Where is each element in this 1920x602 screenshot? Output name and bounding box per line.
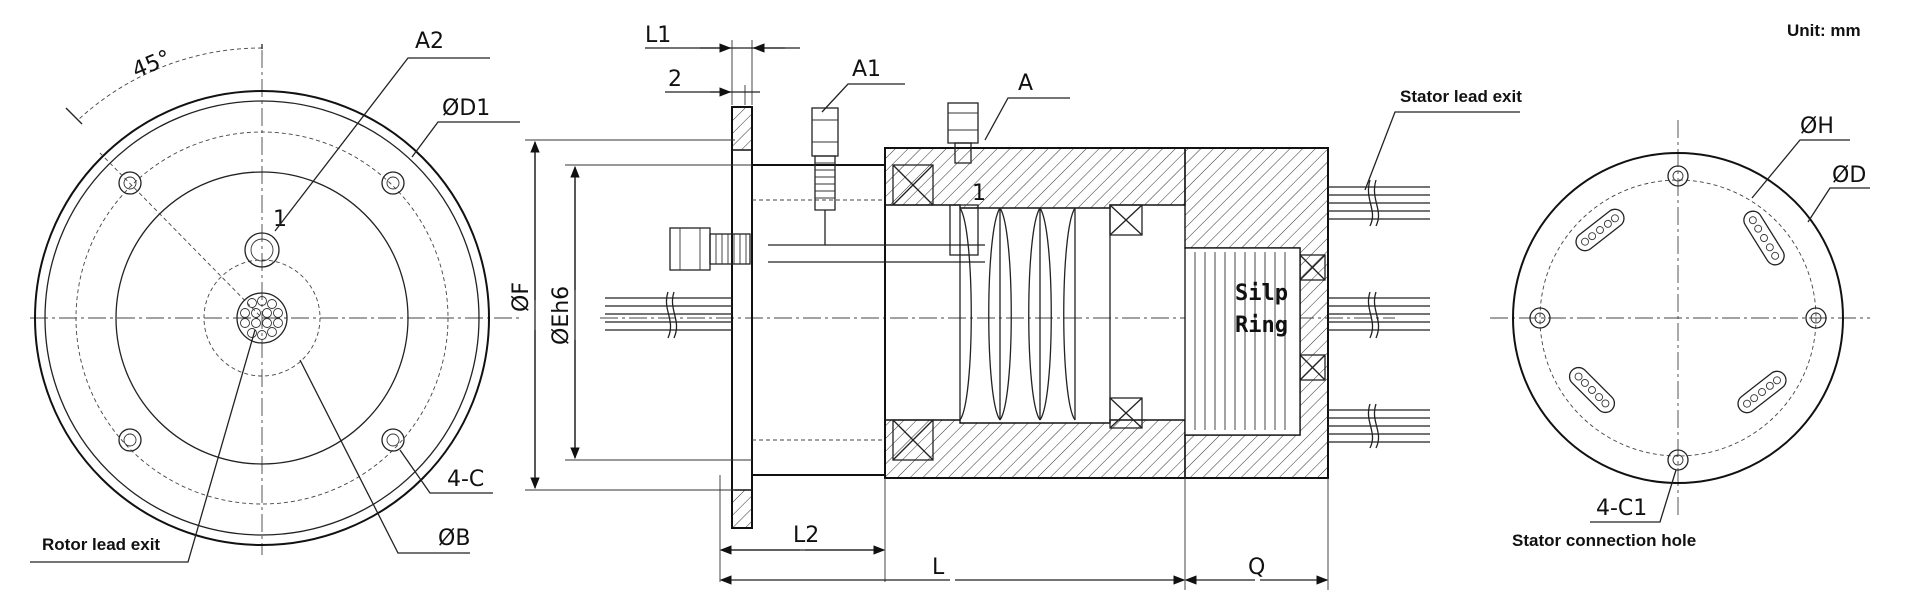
angle-arc	[77, 47, 263, 121]
hole-spec-left: 4-C	[447, 467, 484, 492]
mounting-hole	[118, 171, 142, 195]
a-label: A	[1018, 71, 1033, 96]
wire-slot	[1568, 366, 1616, 414]
mounting-hole	[381, 171, 405, 195]
bearing	[1109, 204, 1143, 236]
hole-spec-right: 4-C1	[1596, 496, 1647, 521]
slip-ring-label-line1: Silp	[1235, 281, 1288, 306]
stator-hole	[1805, 307, 1827, 329]
f-label: ØF	[509, 282, 534, 312]
fitting-a	[947, 102, 979, 164]
eh6-label: ØEh6	[549, 286, 574, 345]
wire-slot	[1575, 208, 1625, 252]
a2-label: A2	[415, 29, 444, 54]
right-end-view: ØH ØD 4-C1 Stator connection hole	[1490, 114, 1870, 550]
mounting-hole	[118, 428, 142, 452]
d-label: ØD	[1832, 163, 1866, 188]
slip-ring-label-line2: Ring	[1235, 313, 1288, 338]
bearing	[892, 419, 934, 461]
stator-outer-circle	[1512, 152, 1844, 484]
stator-housing	[884, 147, 1329, 479]
mounting-hole	[381, 428, 405, 452]
unit-note: Unit: mm	[1787, 21, 1861, 40]
air-port-1	[244, 232, 280, 268]
stator-connection-hole-label: Stator connection hole	[1512, 531, 1696, 550]
rotor-shaft	[752, 164, 886, 476]
bearing	[892, 164, 934, 206]
l2-label: L2	[793, 523, 819, 548]
d1-label: ØD1	[442, 96, 490, 121]
rotor-lead-wires	[605, 291, 732, 339]
side-section-view: Silp Ring 1	[509, 23, 1522, 590]
wire-slot	[1737, 370, 1787, 414]
side-fitting	[669, 227, 751, 271]
angle-label: 45°	[129, 46, 175, 84]
b-label: ØB	[438, 526, 470, 551]
port-number-left: 1	[273, 207, 287, 232]
stator-lead-wires-middle	[1328, 291, 1430, 339]
stator-hole	[1667, 165, 1689, 187]
l-label: L	[932, 555, 945, 580]
fitting-a1	[811, 107, 839, 245]
a1-label: A1	[852, 57, 881, 82]
l1-label: L1	[645, 23, 671, 48]
port-number-section: 1	[972, 181, 986, 206]
mounting-flange	[731, 106, 753, 529]
stator-lead-wires-bottom	[1328, 403, 1430, 449]
stator-lead-exit-label: Stator lead exit	[1400, 87, 1522, 106]
h-label: ØH	[1800, 114, 1834, 139]
left-end-view: 1 45° A2 ØD1 4-C ØB Rotor lead exit	[30, 29, 520, 563]
wire-slot	[1743, 210, 1785, 266]
bearing	[1109, 397, 1143, 429]
stator-hole	[1667, 449, 1689, 471]
rotor-lead-exit-label: Rotor lead exit	[42, 535, 160, 554]
slip-ring-stack	[1184, 247, 1301, 436]
stator-lead-wires-top	[1328, 179, 1430, 227]
stator-hole	[1529, 307, 1551, 329]
rotor-wire-bundle	[236, 292, 288, 344]
q-label: Q	[1248, 555, 1265, 580]
dim-2-label: 2	[668, 67, 682, 92]
outer-flange-circle	[34, 90, 490, 546]
